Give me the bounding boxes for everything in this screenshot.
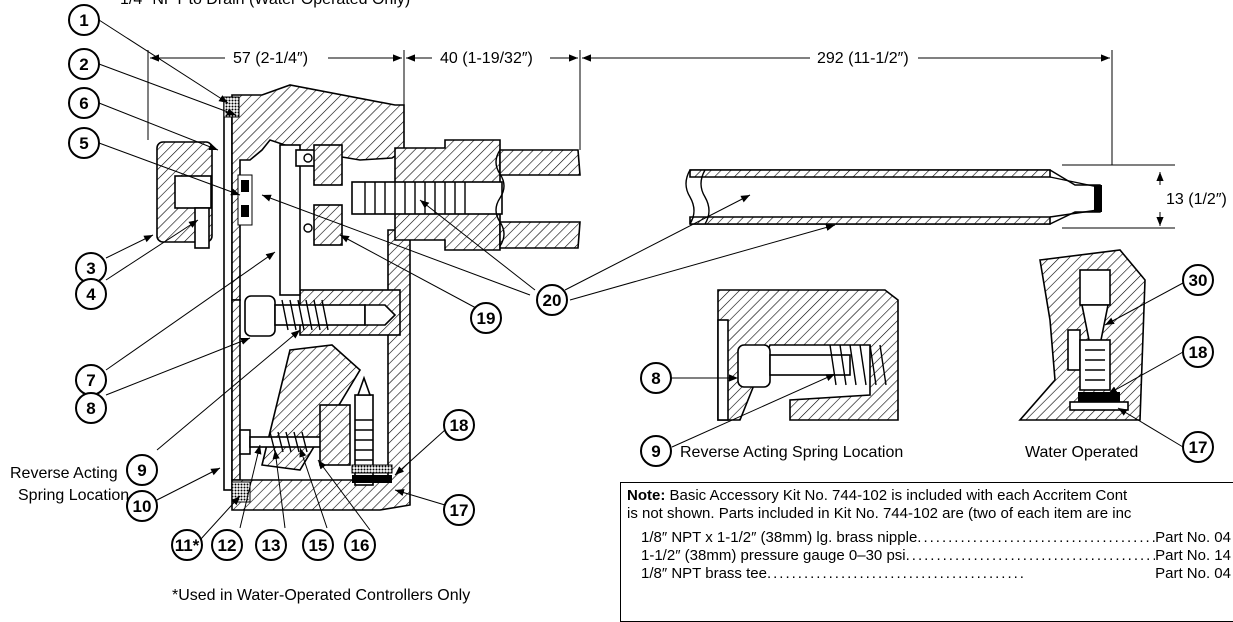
svg-text:8: 8 xyxy=(86,399,95,418)
detail-reverse-caption: Reverse Acting Spring Location xyxy=(680,444,903,461)
part-description: 1/8″ NPT x 1-1/2″ (38mm) lg. brass nippl… xyxy=(641,529,918,546)
leader-lines xyxy=(98,19,1184,541)
dimension-40: 40 (1-19/32″) xyxy=(440,50,533,67)
detail-callout-17: 17 xyxy=(1182,431,1214,463)
callout-9: 9 xyxy=(126,454,158,486)
parts-list-item: 1-1/2″ (38mm) pressure gauge 0–30 psi ..… xyxy=(641,547,1231,564)
detail-callout-9: 9 xyxy=(640,435,672,467)
svg-text:12: 12 xyxy=(218,536,237,555)
note-text-1: Basic Accessory Kit No. 744-102 is inclu… xyxy=(669,487,1128,504)
svg-text:16: 16 xyxy=(351,536,370,555)
svg-text:3: 3 xyxy=(86,259,95,278)
svg-text:13: 13 xyxy=(262,536,281,555)
callout-2: 2 xyxy=(68,48,100,80)
svg-text:9: 9 xyxy=(137,461,146,480)
svg-text:8: 8 xyxy=(651,369,660,388)
parts-list: 1/8″ NPT x 1-1/2″ (38mm) lg. brass nippl… xyxy=(627,529,1233,583)
part-number: Part No. 14 xyxy=(1155,547,1231,564)
svg-text:9: 9 xyxy=(651,442,660,461)
callout-12: 12 xyxy=(211,529,243,561)
svg-text:15: 15 xyxy=(309,536,328,555)
callout-19: 19 xyxy=(470,302,502,334)
part-number: Part No. 04 xyxy=(1155,565,1231,582)
svg-text:5: 5 xyxy=(79,134,88,153)
dimension-292: 292 (11-1/2″) xyxy=(817,50,909,67)
callout-20: 20 xyxy=(536,284,568,316)
callout-11: 11* xyxy=(171,529,203,561)
callout-15: 15 xyxy=(302,529,334,561)
callout-6: 6 xyxy=(68,87,100,119)
callout-16: 16 xyxy=(344,529,376,561)
adjusting-screw xyxy=(239,375,393,486)
parts-list-item: 1/8″ NPT x 1-1/2″ (38mm) lg. brass nippl… xyxy=(641,529,1231,546)
part-description: 1-1/2″ (38mm) pressure gauge 0–30 psi xyxy=(641,547,906,564)
callout-7: 7 xyxy=(75,364,107,396)
svg-text:1: 1 xyxy=(79,11,88,30)
svg-text:18: 18 xyxy=(450,416,469,435)
svg-text:20: 20 xyxy=(543,291,562,310)
dimension-57: 57 (2-1/4″) xyxy=(233,50,308,67)
svg-text:17: 17 xyxy=(1189,438,1208,457)
svg-text:2: 2 xyxy=(79,55,88,74)
callout-17: 17 xyxy=(443,494,475,526)
svg-text:10: 10 xyxy=(133,497,152,516)
callout-1: 1 xyxy=(68,4,100,36)
svg-text:30: 30 xyxy=(1189,271,1208,290)
svg-text:19: 19 xyxy=(477,309,496,328)
note-label: Note: xyxy=(627,487,666,504)
svg-text:7: 7 xyxy=(86,371,95,390)
part-description: 1/8″ NPT brass tee xyxy=(641,565,767,582)
svg-text:6: 6 xyxy=(79,94,88,113)
detail-callout-30: 30 xyxy=(1182,264,1214,296)
callout-8: 8 xyxy=(75,392,107,424)
spring-screw xyxy=(244,295,397,337)
reverse-acting-label-2: Spring Location xyxy=(18,487,129,504)
reverse-acting-label-1: Reverse Acting xyxy=(10,465,118,482)
detail-callout-8: 8 xyxy=(640,362,672,394)
assembly-drawing: 1/4″ NPT to Drain (Water Operated Only) … xyxy=(10,0,1227,604)
note-line-2: is not shown. Parts included in Kit No. … xyxy=(627,505,1132,522)
svg-text:4: 4 xyxy=(86,285,96,304)
detail-callout-18: 18 xyxy=(1182,336,1214,368)
callout-13: 13 xyxy=(255,529,287,561)
detail-reverse-spring xyxy=(717,289,899,421)
dimension-lines xyxy=(147,50,1175,229)
callout-5: 5 xyxy=(68,127,100,159)
drain-note: 1/4″ NPT to Drain (Water Operated Only) xyxy=(120,0,410,8)
svg-text:17: 17 xyxy=(450,501,469,520)
note-line-1: Note: Basic Accessory Kit No. 744-102 is… xyxy=(627,487,1233,505)
callout-18: 18 xyxy=(443,409,475,441)
callout-10: 10 xyxy=(126,490,158,522)
dimension-13: 13 (1/2″) xyxy=(1166,191,1227,208)
footnote: *Used in Water-Operated Controllers Only xyxy=(172,587,470,604)
accessory-kit-note: Note: Basic Accessory Kit No. 744-102 is… xyxy=(620,482,1233,622)
callout-4: 4 xyxy=(75,278,107,310)
svg-text:11*: 11* xyxy=(175,536,200,555)
part-number: Part No. 04 xyxy=(1155,529,1231,546)
parts-list-item: 1/8″ NPT brass tee .....................… xyxy=(641,565,1231,582)
sensing-bulb xyxy=(685,169,1102,225)
detail-water-operated xyxy=(1018,249,1146,421)
detail-water-caption: Water Operated xyxy=(1025,444,1138,461)
svg-text:18: 18 xyxy=(1189,343,1208,362)
